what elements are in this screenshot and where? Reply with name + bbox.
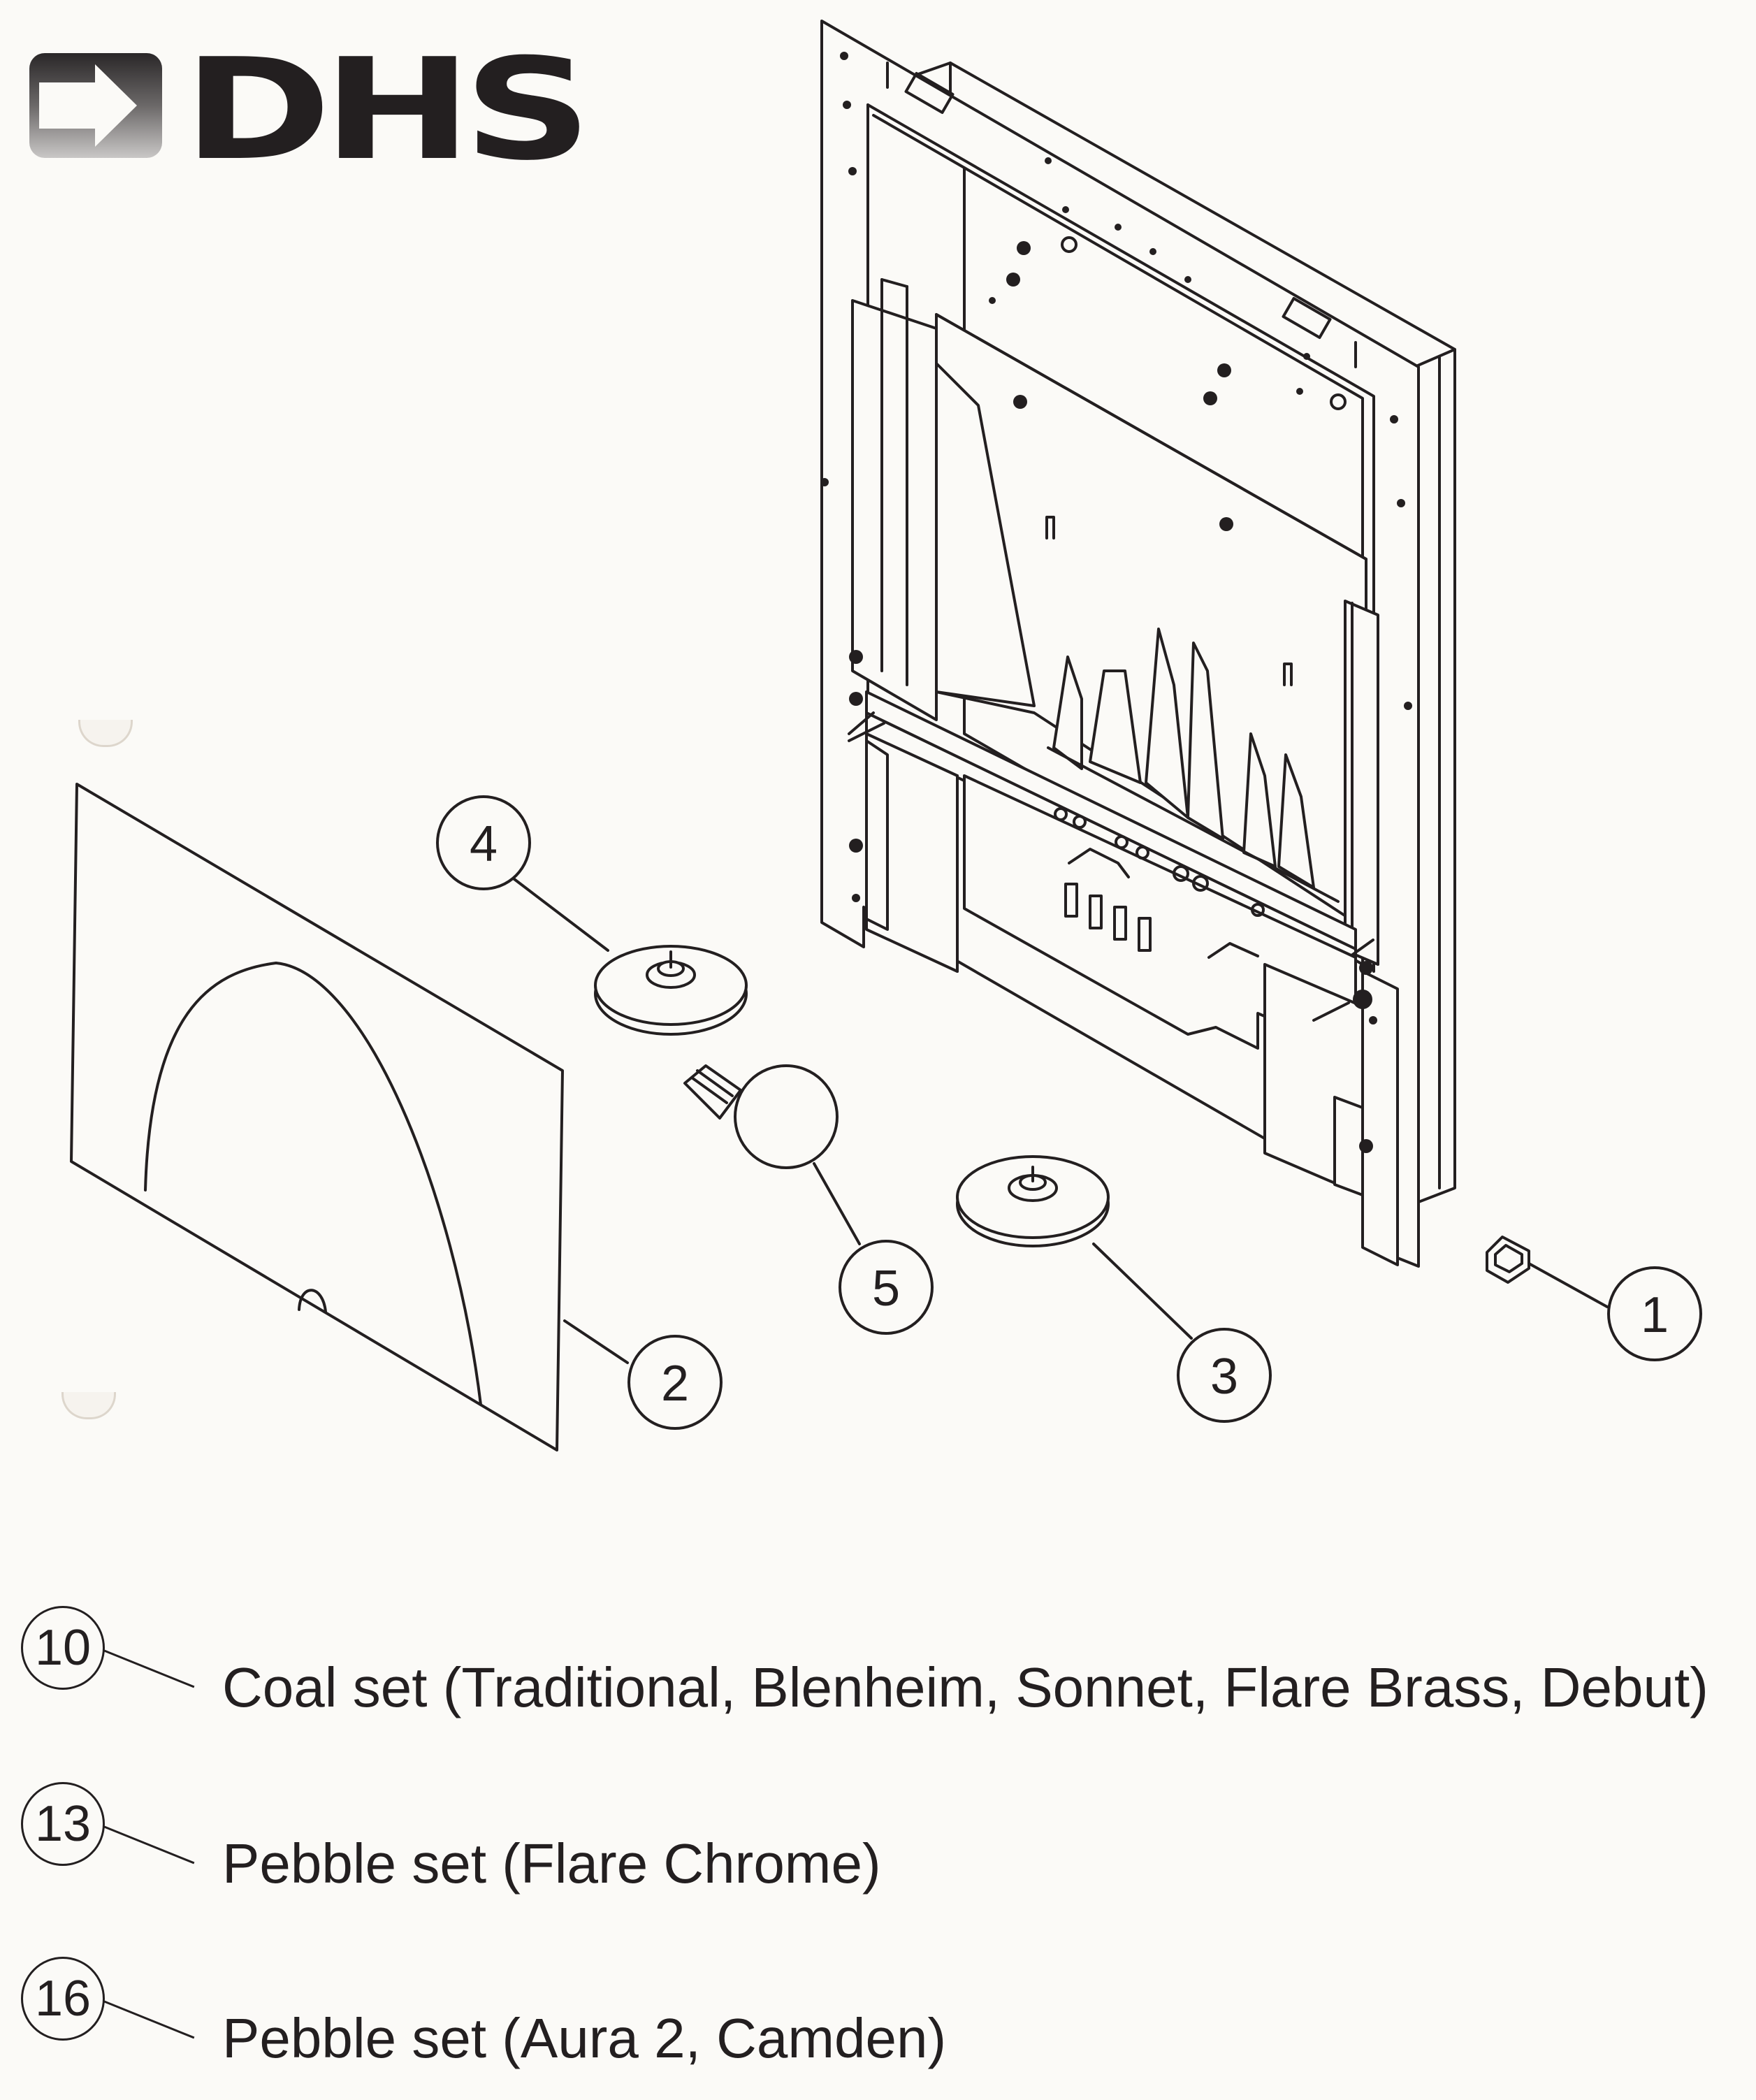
callout-1: 1 <box>1607 1266 1702 1361</box>
legend-leader-line <box>103 1649 195 1688</box>
brand-wordmark: DHS <box>183 29 593 191</box>
legend-item-number: 10 <box>21 1606 105 1690</box>
part-2-glass-panel <box>70 783 564 1451</box>
callout-5: 5 <box>839 1240 934 1335</box>
part-5-lamp-bulb <box>683 1064 839 1169</box>
callout-4: 4 <box>436 795 531 890</box>
callout-leaders <box>510 876 1609 1364</box>
legend-leader-line <box>103 1825 195 1864</box>
legend-item-pebble-set-aura: 16 Pebble set (Aura 2, Camden) <box>21 1957 1740 2069</box>
fire-chassis-assembly <box>820 20 1456 1268</box>
legend-item-description: Pebble set (Aura 2, Camden) <box>222 2007 947 2069</box>
legend-item-description: Coal set (Traditional, Blenheim, Sonnet,… <box>222 1656 1708 1718</box>
legend-item-number: 13 <box>21 1782 105 1866</box>
legend-item-number: 16 <box>21 1957 105 2041</box>
part-4-spinner-disc <box>594 945 748 1036</box>
callout-3-number: 3 <box>1210 1349 1238 1405</box>
legend-leader-line <box>103 2000 195 2039</box>
legend-item-pebble-set-flare: 13 Pebble set (Flare Chrome) <box>21 1782 1740 1895</box>
arrow-logo-icon <box>29 53 162 158</box>
legend-item-description: Pebble set (Flare Chrome) <box>222 1832 881 1895</box>
part-3-spinner-disc <box>956 1155 1110 1247</box>
callout-3: 3 <box>1177 1328 1272 1423</box>
part-1-switch-grommet <box>1486 1236 1530 1284</box>
legend-item-coal-set: 10 Coal set (Traditional, Blenheim, Sonn… <box>21 1606 1740 1718</box>
callout-5-number: 5 <box>872 1261 900 1317</box>
callout-2-number: 2 <box>661 1356 689 1412</box>
callout-1-number: 1 <box>1641 1287 1669 1343</box>
callout-4-number: 4 <box>470 816 498 872</box>
callout-2: 2 <box>627 1335 723 1430</box>
dhs-logo: DHS <box>0 0 593 182</box>
